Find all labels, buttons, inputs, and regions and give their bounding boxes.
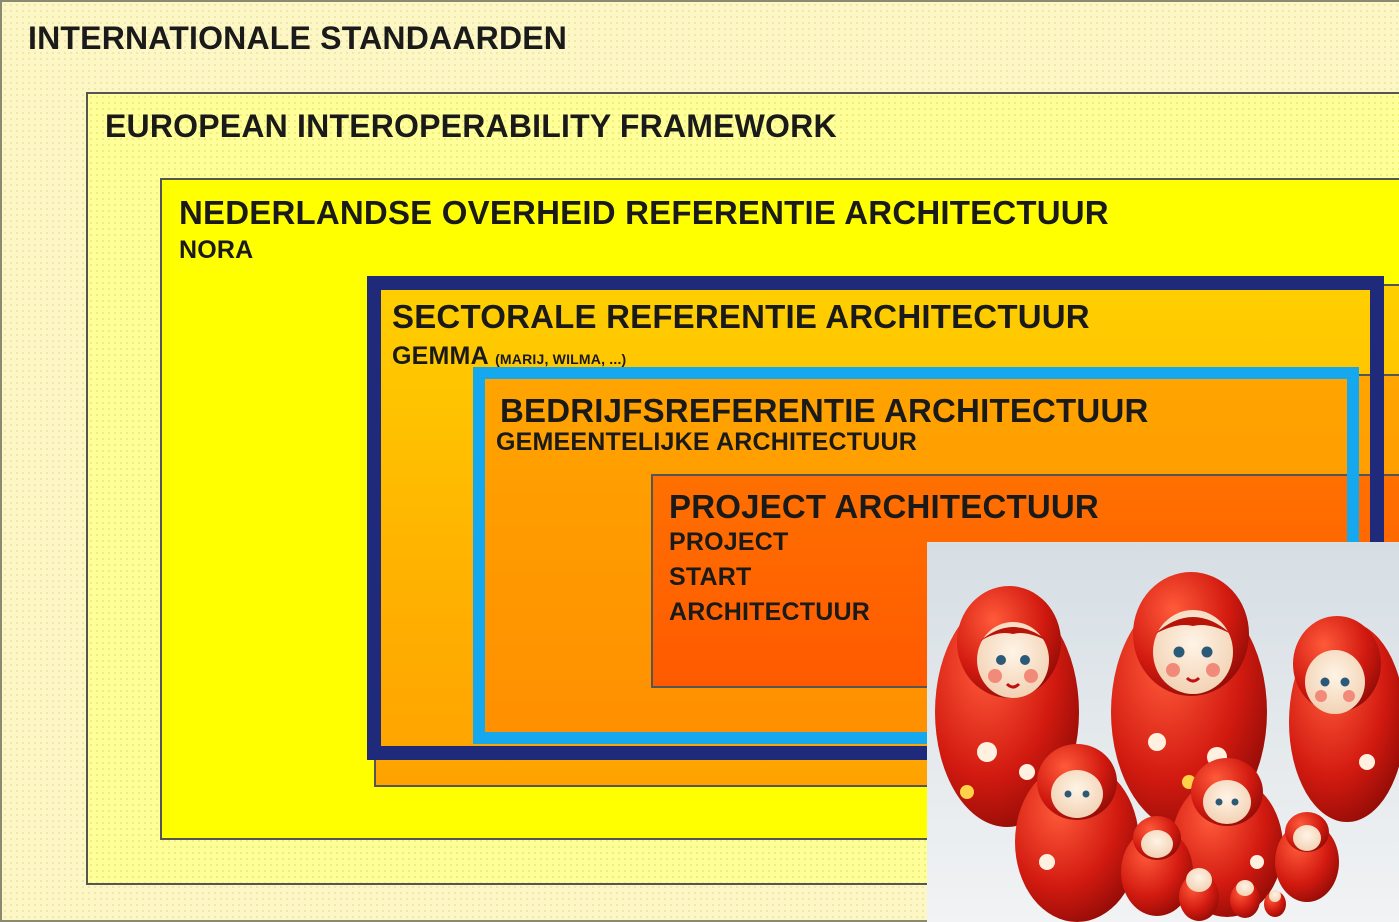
layer-subtitle-note: (MARIJ, WILMA, ...) [495, 351, 627, 367]
matryoshka-doll [1015, 744, 1139, 922]
matryoshka-dolls-photo [927, 542, 1399, 922]
matryoshka-doll [1179, 868, 1219, 921]
matryoshka-doll [1264, 890, 1286, 917]
layer-subtitle-line: PROJECT [669, 528, 789, 556]
matryoshka-doll [1275, 812, 1339, 902]
matryoshka-doll [1171, 758, 1283, 917]
matryoshka-doll [1230, 880, 1260, 918]
layer-subtitle: NORA [179, 236, 254, 264]
layer-title: NEDERLANDSE OVERHEID REFERENTIE ARCHITEC… [179, 194, 1109, 231]
layer-title: SECTORALE REFERENTIE ARCHITECTUUR [392, 298, 1090, 335]
layer-title: EUROPEAN INTEROPERABILITY FRAMEWORK [105, 108, 837, 144]
layer-title: PROJECT ARCHITECTUUR [669, 488, 1099, 525]
layer-subtitle-line: ARCHITECTUUR [669, 598, 870, 626]
layer-subtitle: GEMEENTELIJKE ARCHITECTUUR [496, 428, 917, 456]
layer-subtitle: GEMMA (MARIJ, WILMA, ...) [392, 342, 627, 370]
layer-subtitle-line: START [669, 563, 752, 591]
matryoshka-doll [1121, 816, 1193, 916]
matryoshka-doll [935, 586, 1079, 827]
layer-title: BEDRIJFSREFERENTIE ARCHITECTUUR [500, 392, 1149, 429]
matryoshka-doll [1289, 616, 1399, 822]
layer-title: INTERNATIONALE STANDAARDEN [28, 20, 568, 56]
